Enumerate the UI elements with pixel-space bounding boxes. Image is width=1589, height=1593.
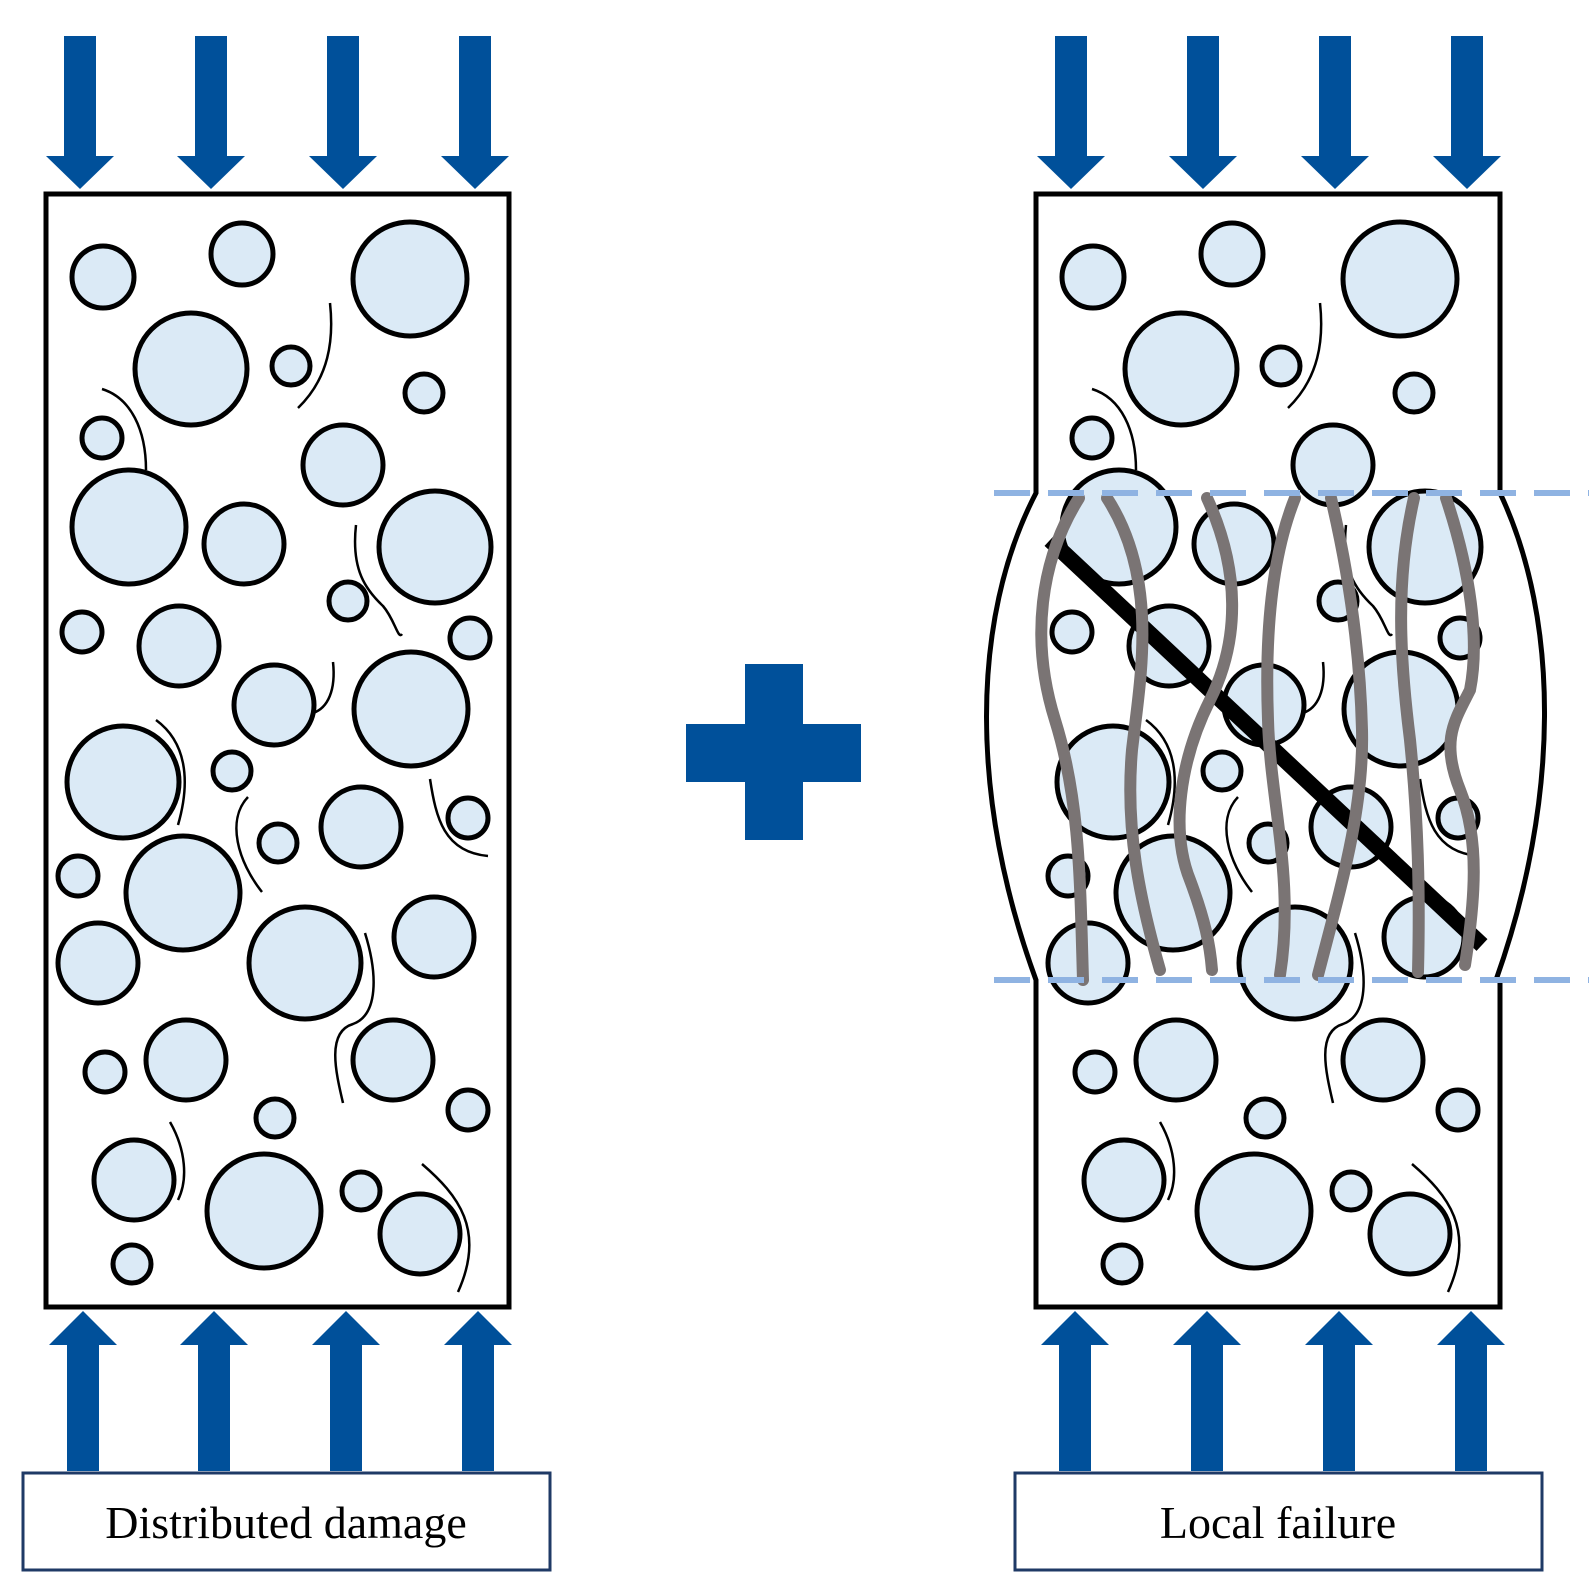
arrow-down-icon — [1037, 36, 1105, 189]
left-label: Distributed damage — [105, 1497, 467, 1548]
arrow-down-icon — [46, 36, 114, 189]
arrow-up-icon — [180, 1311, 248, 1471]
right-label-box: Local failure — [1013, 1471, 1544, 1572]
arrow-down-icon — [309, 36, 377, 189]
arrow-down-icon — [441, 36, 509, 189]
arrow-down-icon — [1169, 36, 1237, 189]
right-bottom-arrows — [1041, 1311, 1505, 1471]
arrow-down-icon — [1301, 36, 1369, 189]
bridging-fibers — [1035, 492, 1480, 986]
arrow-up-icon — [444, 1311, 512, 1471]
arrow-up-icon — [1437, 1311, 1505, 1471]
arrow-down-icon — [177, 36, 245, 189]
failure-zone-boundaries — [994, 490, 1589, 983]
right-top-arrows — [1037, 36, 1501, 189]
left-bottom-arrows — [49, 1311, 512, 1471]
arrow-down-icon — [1433, 36, 1501, 189]
plus-icon — [686, 664, 861, 840]
left-label-box: Distributed damage — [21, 1471, 552, 1572]
right-specimen: Local failure — [984, 36, 1589, 1572]
arrow-up-icon — [49, 1311, 117, 1471]
arrow-up-icon — [1173, 1311, 1241, 1471]
arrow-up-icon — [1305, 1311, 1373, 1471]
arrow-up-icon — [312, 1311, 380, 1471]
left-specimen: Distributed damage — [21, 36, 552, 1572]
arrow-up-icon — [1041, 1311, 1109, 1471]
right-label: Local failure — [1160, 1497, 1396, 1548]
left-top-arrows — [46, 36, 509, 189]
